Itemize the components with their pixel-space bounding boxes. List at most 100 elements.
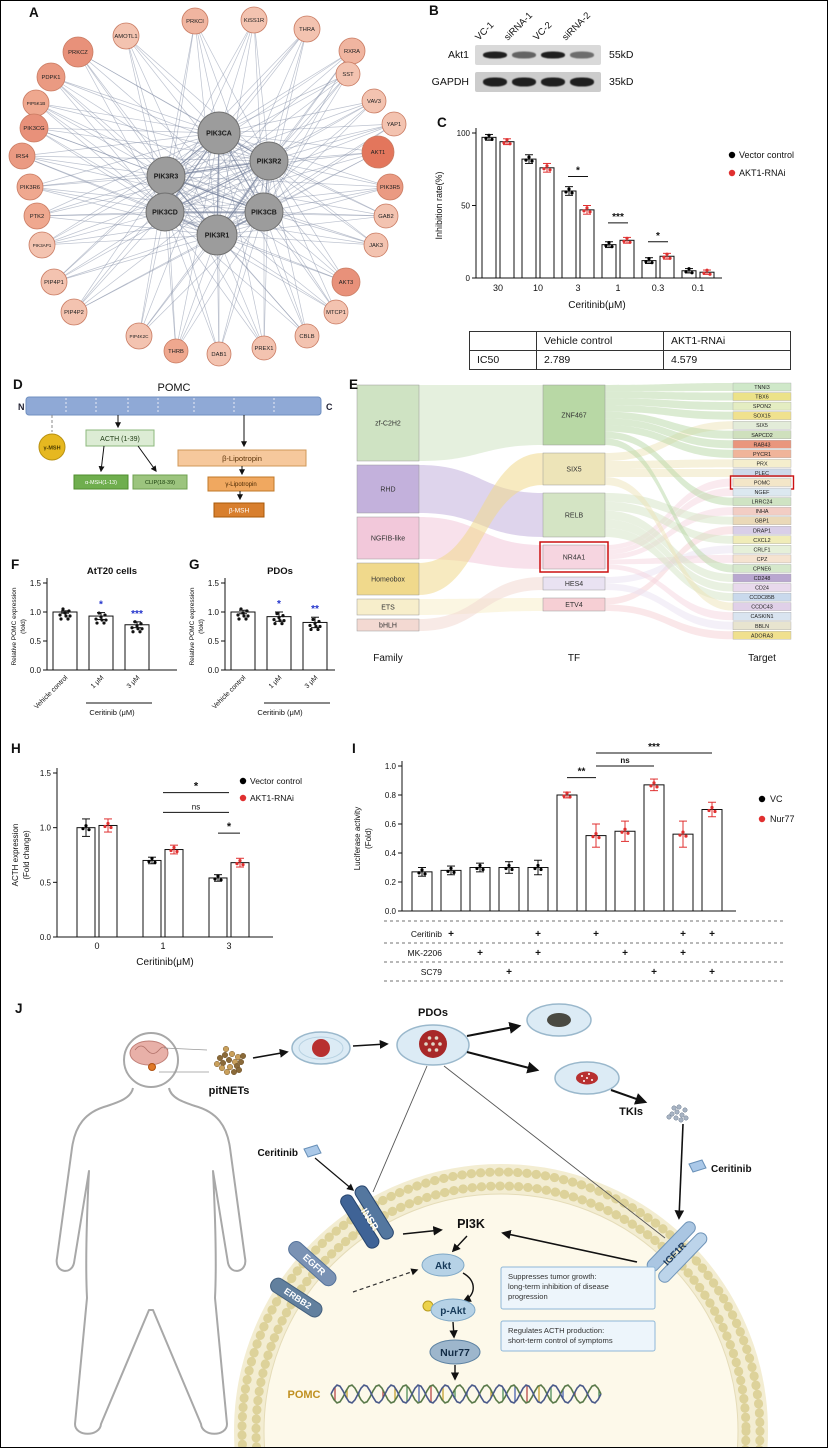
network-edge bbox=[35, 102, 220, 134]
y-tick-label: 0.5 bbox=[208, 637, 220, 646]
network-edge bbox=[73, 160, 270, 313]
y-tick-label: 0.0 bbox=[385, 907, 397, 916]
y-tick-label: 0.4 bbox=[385, 849, 397, 858]
table-cell: IC50 bbox=[469, 350, 537, 370]
tki-molecule bbox=[673, 1115, 679, 1121]
target-node bbox=[732, 459, 792, 468]
target-label: SIX5 bbox=[756, 423, 768, 429]
network-edge bbox=[263, 211, 387, 217]
data-point bbox=[423, 872, 427, 876]
sankey-diagram: zf-C2H2RHDNGFIB-likeHomeoboxETSbHLHZNF46… bbox=[356, 382, 795, 664]
sankey-flow bbox=[419, 385, 543, 461]
node-label: JAK3 bbox=[369, 243, 383, 249]
target-label: CXCL2 bbox=[753, 538, 770, 544]
data-point bbox=[314, 624, 318, 629]
target-node bbox=[732, 516, 792, 525]
network-edge bbox=[218, 73, 349, 134]
pitnet-cell bbox=[237, 1059, 244, 1066]
sankey-flow bbox=[605, 507, 733, 560]
data-point bbox=[139, 622, 143, 626]
plus-mark: + bbox=[477, 948, 483, 959]
family-label: Homeobox bbox=[371, 577, 405, 584]
network-edge bbox=[125, 35, 167, 177]
target-label: GBP1 bbox=[755, 519, 769, 525]
network-edge bbox=[218, 132, 308, 337]
data-point bbox=[588, 210, 592, 214]
hub-label: PIK3CB bbox=[251, 210, 277, 217]
tki-molecule bbox=[683, 1115, 689, 1121]
family-label: zf-C2H2 bbox=[375, 421, 401, 428]
organoid-dot bbox=[581, 1075, 583, 1077]
data-point bbox=[103, 824, 107, 829]
network-edge bbox=[164, 211, 265, 349]
pdos-label: PDOs bbox=[418, 1007, 448, 1019]
pitnet-cell bbox=[216, 1055, 223, 1062]
bar bbox=[124, 624, 150, 671]
node-label: THRB bbox=[168, 349, 184, 355]
tf-label: ETV4 bbox=[565, 602, 583, 609]
y-axis-label: (Fold change) bbox=[22, 830, 31, 880]
data-point bbox=[106, 821, 110, 826]
data-point bbox=[99, 615, 103, 619]
hub-label: PIK3R2 bbox=[257, 159, 282, 166]
sankey-flow bbox=[605, 383, 733, 392]
sankey-flow bbox=[419, 577, 543, 631]
data-point bbox=[63, 611, 67, 615]
network-node bbox=[373, 203, 399, 229]
node-label: PIP5K1B bbox=[27, 101, 46, 106]
lane-label: VC-2 bbox=[531, 19, 555, 43]
network-node bbox=[181, 7, 209, 35]
network-edge bbox=[164, 211, 347, 283]
network-edge bbox=[73, 234, 218, 313]
node-label: PRKCI bbox=[186, 19, 204, 25]
network-edge bbox=[175, 234, 218, 352]
plus-mark: + bbox=[448, 929, 454, 940]
data-point bbox=[81, 827, 85, 831]
y-tick-label: 0.5 bbox=[40, 878, 52, 887]
y-axis-label: Relative POMC expression bbox=[11, 587, 18, 665]
network-edge bbox=[218, 132, 377, 246]
data-point bbox=[622, 239, 626, 243]
pitnet-cell bbox=[235, 1066, 242, 1073]
x-axis-label: Ceritinib (μM) bbox=[257, 708, 303, 717]
tf-label: ZNF467 bbox=[561, 413, 586, 420]
network-node bbox=[40, 268, 68, 296]
network-node bbox=[293, 15, 321, 43]
y-axis-label: (fold) bbox=[20, 619, 27, 634]
network-edge bbox=[50, 76, 166, 213]
tki-molecule bbox=[678, 1117, 684, 1123]
target-node bbox=[732, 382, 792, 392]
blot-target-name: Akt1 bbox=[447, 49, 469, 61]
target-label: POMC bbox=[754, 481, 770, 487]
target-label: CPZ bbox=[757, 557, 768, 563]
data-point bbox=[420, 868, 424, 872]
igf1r-receptor bbox=[646, 1221, 708, 1283]
network-edge bbox=[53, 234, 218, 283]
data-point bbox=[623, 827, 627, 831]
data-point bbox=[235, 862, 239, 866]
bar bbox=[469, 867, 491, 912]
data-point bbox=[175, 849, 179, 854]
organoid-dot bbox=[588, 1073, 590, 1075]
tf-node bbox=[542, 576, 606, 591]
bar bbox=[230, 611, 256, 671]
signal-arrow bbox=[451, 1235, 468, 1253]
clip-label: CLIP(18-39) bbox=[145, 480, 175, 486]
protein-band bbox=[541, 51, 565, 59]
data-point bbox=[562, 794, 566, 798]
data-point bbox=[102, 621, 106, 625]
network-edge bbox=[268, 160, 391, 188]
x-tick-label: 1 μM bbox=[90, 674, 106, 690]
node-label: PIP4K2C bbox=[130, 334, 150, 339]
data-point bbox=[109, 825, 113, 830]
pitnet-cell bbox=[222, 1046, 229, 1053]
data-point bbox=[652, 781, 656, 785]
tf-node bbox=[542, 544, 606, 570]
sankey-flow bbox=[605, 391, 733, 401]
network-node bbox=[60, 298, 88, 326]
protein-band bbox=[483, 77, 507, 87]
